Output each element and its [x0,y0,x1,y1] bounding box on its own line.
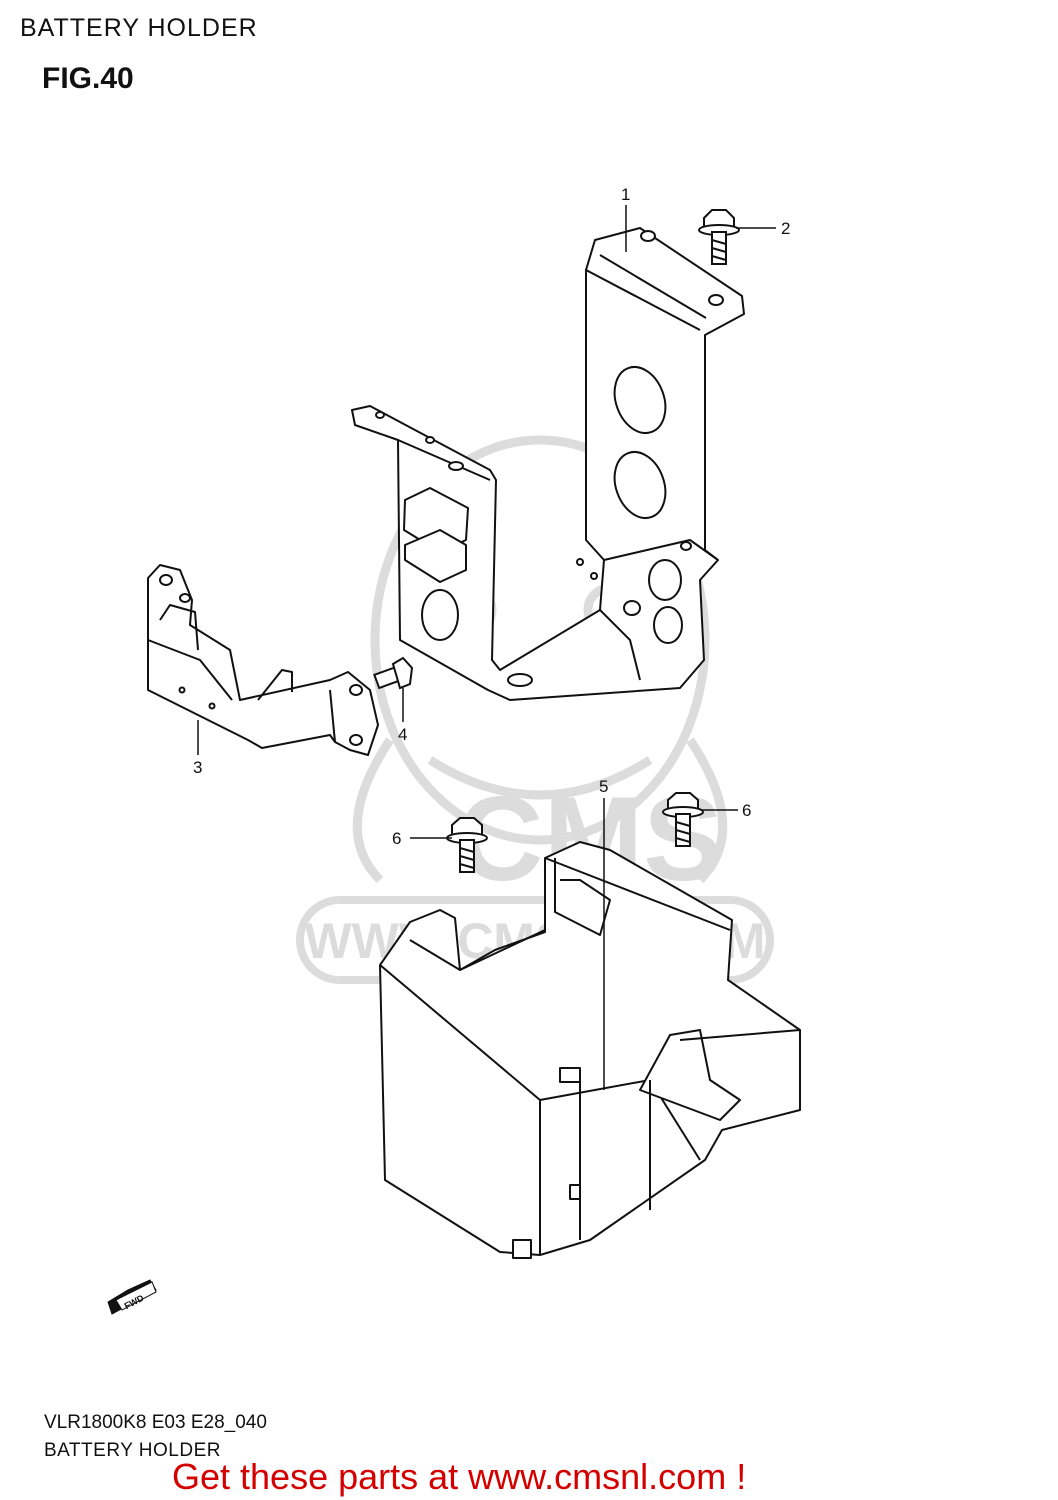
part-1-bracket [351,227,745,701]
leader-lines [197,205,776,1090]
part-5-battery-tray [379,841,801,1259]
part-6-bolt-right [662,792,704,847]
part-4-bolt [373,656,414,690]
figure-caption: BATTERY HOLDER [44,1440,221,1461]
figure-number: FIG.40 [42,62,134,95]
cta-link-text[interactable]: Get these parts at www.cmsnl.com ! [172,1456,747,1497]
callout-4: 4 [398,725,407,744]
part-3-bracket [147,564,379,756]
page-title: BATTERY HOLDER [20,14,258,42]
part-2-bolt [698,209,740,265]
callout-1: 1 [621,185,630,204]
callout-5: 5 [599,777,608,796]
part-6-bolt-left [446,817,488,873]
callout-6-right: 6 [742,801,751,820]
callout-6-left: 6 [392,829,401,848]
model-code: VLR1800K8 E03 E28_040 [44,1412,267,1433]
callout-2: 2 [781,219,790,238]
callout-3: 3 [193,758,202,777]
fwd-arrow-icon: FWD [107,1279,157,1315]
